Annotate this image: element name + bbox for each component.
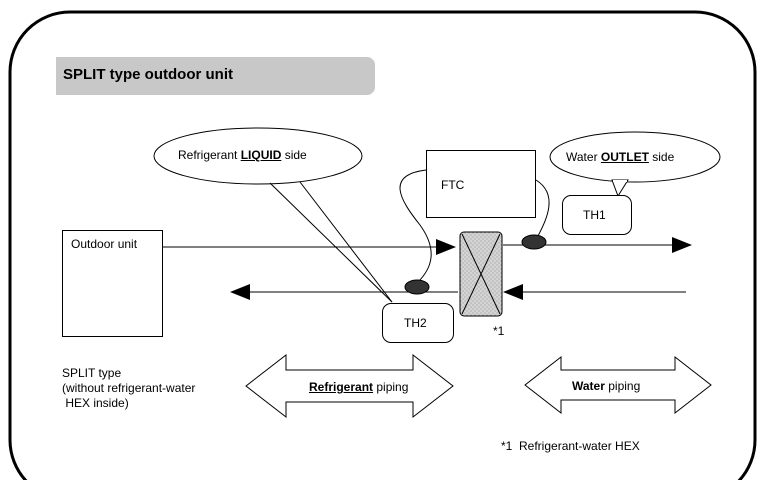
outlet-callout-pre: Water bbox=[566, 150, 601, 164]
split-type-note-line2: (without refrigerant-water bbox=[62, 381, 196, 395]
th1-box: TH1 bbox=[562, 195, 632, 235]
outlet-callout-bubble bbox=[549, 131, 721, 198]
liquid-side-callout: Refrigerant LIQUID side bbox=[178, 148, 307, 162]
water-inlet-arrow bbox=[503, 284, 523, 300]
water-piping-label: Water piping bbox=[572, 379, 640, 393]
refrigerant-piping-post: piping bbox=[373, 380, 409, 394]
refrigerant-piping-arrow bbox=[245, 353, 454, 419]
th1-sensor bbox=[521, 234, 547, 250]
hex-marker: *1 bbox=[493, 324, 505, 338]
outer-frame bbox=[8, 10, 757, 480]
water-piping-post: piping bbox=[604, 379, 641, 393]
refrigerant-flow-arrow-right bbox=[436, 239, 456, 255]
water-outlet-arrow bbox=[672, 237, 692, 253]
liquid-callout-em: LIQUID bbox=[240, 148, 282, 162]
liquid-callout-pre: Refrigerant bbox=[178, 148, 241, 162]
th2-sensor bbox=[404, 279, 430, 295]
hex-footnote: *1 Refrigerant-water HEX bbox=[501, 439, 640, 453]
ftc-label: FTC bbox=[441, 178, 465, 192]
th1-label: TH1 bbox=[583, 208, 606, 222]
diagram-title: SPLIT type outdoor unit bbox=[63, 66, 233, 83]
outlet-callout-em: OUTLET bbox=[600, 150, 649, 164]
outlet-callout-post: side bbox=[648, 150, 675, 164]
outdoor-unit-label: Outdoor unit bbox=[71, 237, 138, 251]
liquid-callout-bubble bbox=[153, 127, 393, 303]
th2-box: TH2 bbox=[382, 303, 454, 343]
heat-exchanger bbox=[459, 231, 503, 317]
th2-label: TH2 bbox=[404, 316, 427, 330]
refrigerant-piping-label: Refrigerant piping bbox=[309, 380, 408, 394]
refrigerant-flow-arrow-left bbox=[230, 284, 250, 300]
water-piping-arrow bbox=[524, 355, 712, 415]
title-bar bbox=[56, 57, 375, 95]
split-type-note-line3: HEX inside) bbox=[62, 396, 129, 410]
outlet-side-callout: Water OUTLET side bbox=[566, 150, 674, 164]
liquid-callout-post: side bbox=[281, 148, 307, 162]
refrigerant-piping-em: Refrigerant bbox=[309, 380, 374, 394]
ftc-box: FTC bbox=[426, 150, 536, 218]
ftc-wire-th1 bbox=[535, 179, 550, 237]
split-type-note-line1: SPLIT type bbox=[62, 366, 122, 380]
ftc-wire-th2 bbox=[399, 169, 432, 283]
water-piping-em: Water bbox=[572, 379, 605, 393]
outdoor-unit-box: Outdoor unit bbox=[62, 230, 163, 337]
